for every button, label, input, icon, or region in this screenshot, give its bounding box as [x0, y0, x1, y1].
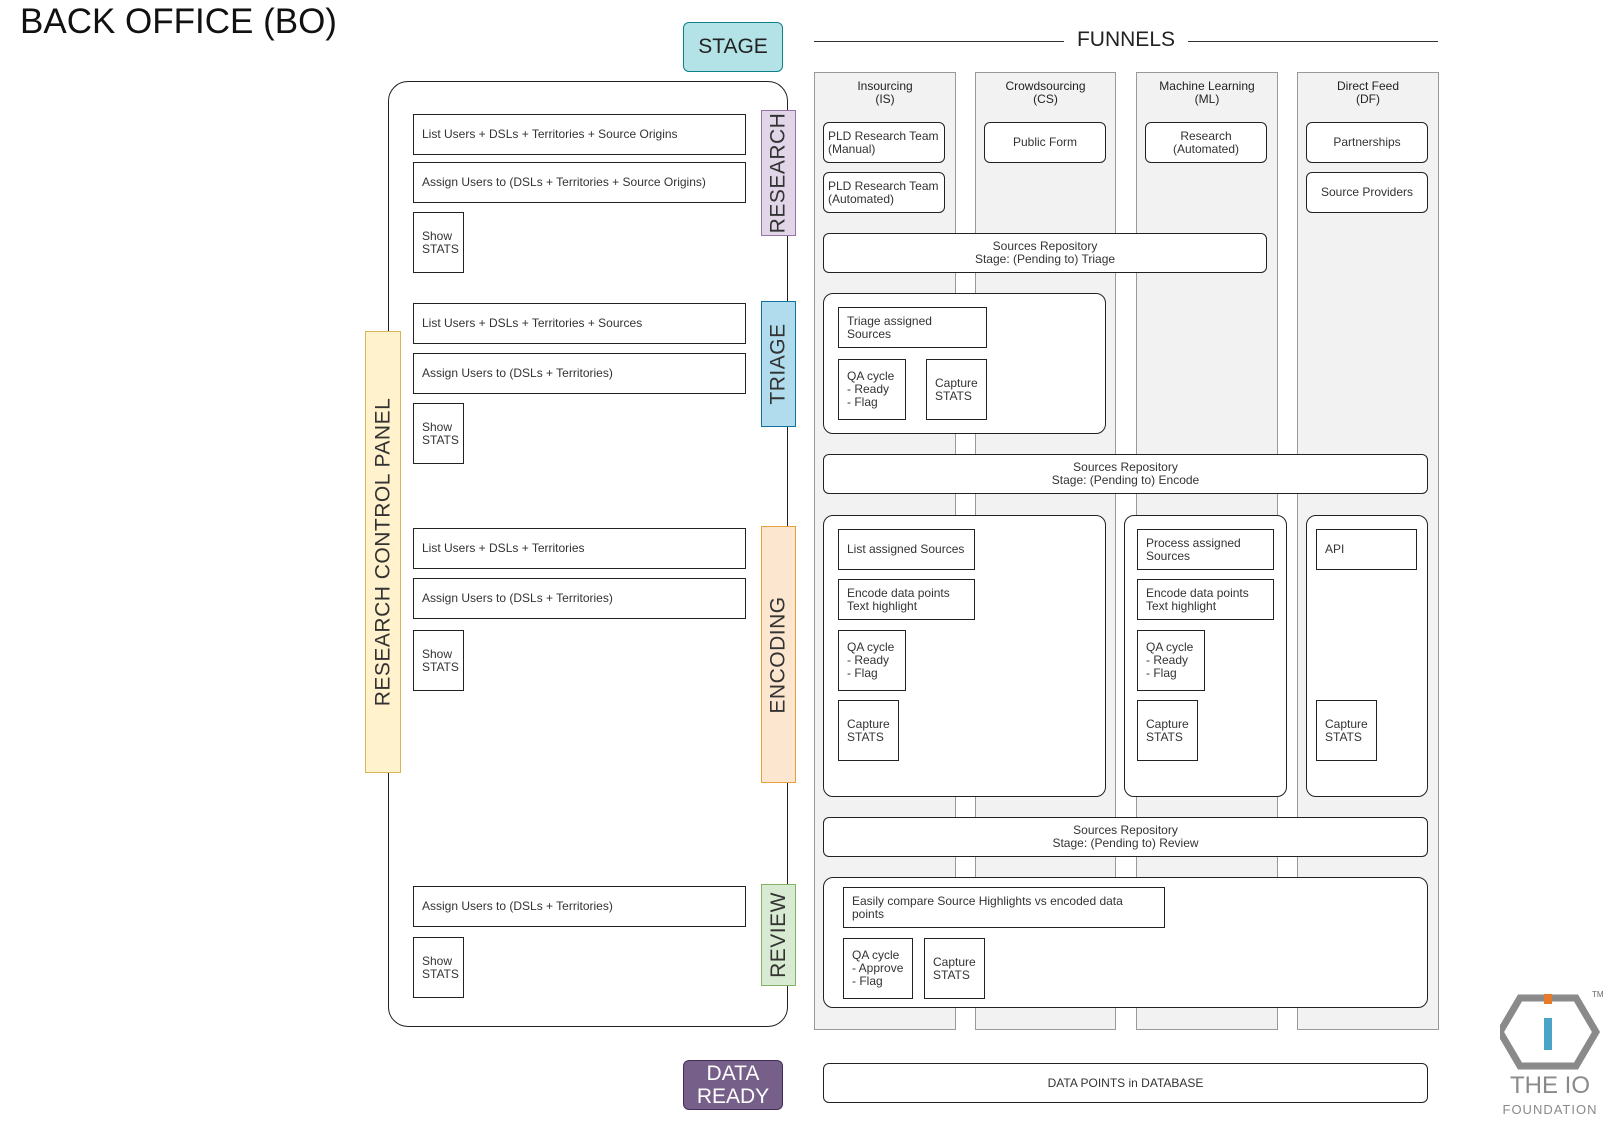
encoding-list-assigned: List assigned Sources [838, 529, 975, 570]
encoding-list-users: List Users + DSLs + Territories [413, 528, 746, 569]
triage-capture-stats: Capture STATS [926, 359, 987, 420]
ml-encode-data-points: Encode data points Text highlight [1137, 579, 1274, 620]
source-is-automated: PLD Research Team (Automated) [823, 172, 945, 213]
repo-pending-triage: Sources Repository Stage: (Pending to) T… [823, 233, 1267, 273]
encoding-qa-cycle: QA cycle - Ready - Flag [838, 630, 906, 691]
review-capture-stats: Capture STATS [924, 938, 985, 999]
triage-list-users: List Users + DSLs + Territories + Source… [413, 303, 746, 344]
encoding-capture-stats: Capture STATS [838, 700, 899, 761]
research-assign-users: Assign Users to (DSLs + Territories + So… [413, 162, 746, 203]
funnels-rule-left [814, 41, 1064, 42]
data-ready-pill: DATA READY [683, 1060, 783, 1110]
triage-assign-users: Assign Users to (DSLs + Territories) [413, 353, 746, 394]
df-capture-stats: Capture STATS [1316, 700, 1377, 761]
stage-header-pill: STAGE [683, 22, 783, 72]
stage-tab-research: RESEARCH [761, 110, 796, 236]
repo-pending-encode: Sources Repository Stage: (Pending to) E… [823, 454, 1428, 494]
logo-subtitle: FOUNDATION [1502, 1102, 1598, 1117]
source-df-partnerships: Partnerships [1306, 122, 1428, 163]
control-panel-label: RESEARCH CONTROL PANEL [365, 331, 401, 773]
source-cs-public-form: Public Form [984, 122, 1106, 163]
encoding-encode-data-points: Encode data points Text highlight [838, 579, 975, 620]
triage-assigned-sources: Triage assigned Sources [838, 307, 987, 348]
encoding-show-stats: Show STATS [413, 630, 464, 691]
df-api: API [1316, 529, 1417, 570]
hexagon-logo-icon [1495, 994, 1601, 1070]
funnel-header-direct-feed: Direct Feed (DF) [1336, 79, 1400, 106]
stage-tab-review: REVIEW [761, 884, 796, 986]
repo-pending-review: Sources Repository Stage: (Pending to) R… [823, 817, 1428, 857]
source-ml-research: Research (Automated) [1145, 122, 1267, 163]
funnel-header-insourcing: Insourcing (IS) [857, 79, 913, 106]
research-list-users: List Users + DSLs + Territories + Source… [413, 114, 746, 155]
funnel-header-machine-learning: Machine Learning (ML) [1159, 79, 1255, 106]
ml-process-assigned: Process assigned Sources [1137, 529, 1274, 570]
stage-tab-encoding: ENCODING [761, 526, 796, 783]
logo-name: THE IO [1509, 1072, 1590, 1099]
review-assign-users: Assign Users to (DSLs + Territories) [413, 886, 746, 927]
review-compare-highlights: Easily compare Source Highlights vs enco… [843, 887, 1165, 928]
funnels-heading: FUNNELS [1076, 28, 1176, 51]
triage-qa-cycle: QA cycle - Ready - Flag [838, 359, 906, 420]
ml-qa-cycle: QA cycle - Ready - Flag [1137, 630, 1205, 691]
source-df-providers: Source Providers [1306, 172, 1428, 213]
review-show-stats: Show STATS [413, 937, 464, 998]
funnels-rule-right [1188, 41, 1438, 42]
io-foundation-logo: TM THE IO FOUNDATION [1495, 990, 1610, 1130]
review-qa-cycle: QA cycle - Approve - Flag [843, 938, 913, 999]
triage-show-stats: Show STATS [413, 403, 464, 464]
stage-tab-triage: TRIAGE [761, 301, 796, 427]
page-title: BACK OFFICE (BO) [20, 2, 337, 41]
research-show-stats: Show STATS [413, 212, 464, 273]
ml-capture-stats: Capture STATS [1137, 700, 1198, 761]
funnel-header-crowdsourcing: Crowdsourcing (CS) [1005, 79, 1086, 106]
database-data-points: DATA POINTS in DATABASE [823, 1063, 1428, 1103]
encoding-assign-users: Assign Users to (DSLs + Territories) [413, 578, 746, 619]
source-is-manual: PLD Research Team (Manual) [823, 122, 945, 163]
logo-trademark: TM [1592, 990, 1604, 999]
